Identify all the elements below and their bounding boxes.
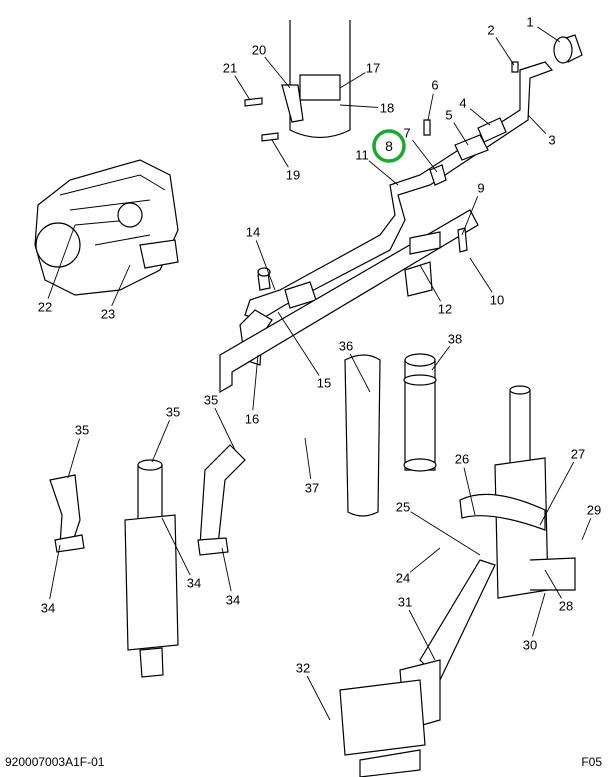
callout-20[interactable]: 20	[251, 42, 267, 58]
leader-line-17	[339, 72, 366, 89]
leader-line-25	[410, 511, 481, 556]
leader-line-9	[461, 196, 479, 236]
leader-line-7	[412, 139, 438, 173]
callout-32[interactable]: 32	[295, 660, 311, 676]
leader-line-2	[495, 37, 515, 66]
leader-line-23	[111, 264, 131, 306]
heat-shield-drawing	[344, 354, 381, 517]
leader-line-21	[234, 75, 251, 101]
leader-line-38	[431, 345, 450, 371]
callout-23[interactable]: 23	[100, 306, 116, 322]
frame-rail-drawing	[219, 209, 479, 394]
callout-1[interactable]: 1	[526, 14, 534, 30]
engine-drawing	[34, 159, 179, 296]
leader-line-34	[221, 547, 232, 592]
callout-29[interactable]: 29	[586, 502, 602, 518]
callout-18[interactable]: 18	[379, 100, 395, 116]
callout-21[interactable]: 21	[222, 60, 238, 76]
leader-line-1	[537, 26, 561, 43]
muffler-38-drawing	[403, 353, 437, 472]
callout-5[interactable]: 5	[445, 107, 453, 123]
leader-line-27	[539, 461, 575, 526]
leader-lines	[47, 26, 592, 721]
leader-line-36	[349, 353, 371, 393]
leader-line-10	[469, 257, 493, 293]
callout-37[interactable]: 37	[304, 480, 320, 496]
muffler-assembly-right-drawing	[339, 385, 576, 777]
callout-28[interactable]: 28	[558, 598, 574, 614]
callout-27[interactable]: 27	[570, 446, 586, 462]
leader-line-35	[151, 420, 170, 463]
leader-line-6	[427, 93, 434, 121]
callout-4[interactable]: 4	[459, 95, 467, 111]
leader-line-37	[304, 437, 312, 480]
callout-35[interactable]: 35	[74, 422, 90, 438]
callout-19[interactable]: 19	[285, 167, 301, 183]
elbow-35-right-drawing	[197, 444, 246, 556]
muffler-34-center-drawing	[124, 459, 179, 678]
callout-16[interactable]: 16	[244, 411, 260, 427]
callout-17[interactable]: 17	[365, 60, 381, 76]
callout-25[interactable]: 25	[395, 499, 411, 515]
page-code: F05	[581, 755, 602, 769]
leader-line-4	[469, 108, 491, 126]
callout-24[interactable]: 24	[395, 570, 411, 586]
callout-38[interactable]: 38	[447, 331, 463, 347]
leader-line-29	[581, 518, 592, 541]
callout-35[interactable]: 35	[165, 404, 181, 420]
callout-11[interactable]: 11	[355, 147, 369, 163]
leader-line-16	[252, 354, 259, 411]
leader-line-14	[255, 240, 276, 291]
leader-line-18	[339, 104, 379, 108]
leader-line-22	[47, 224, 76, 299]
callout-31[interactable]: 31	[397, 594, 413, 610]
leader-line-15	[277, 311, 320, 376]
callout-12[interactable]: 12	[437, 301, 453, 317]
highlight-ring	[372, 129, 406, 163]
pipe-35-left-drawing	[49, 474, 85, 553]
leader-line-34	[49, 544, 61, 600]
leader-line-26	[463, 467, 476, 516]
leader-line-28	[544, 569, 562, 599]
callout-26[interactable]: 26	[454, 451, 470, 467]
leader-line-12	[419, 264, 441, 302]
leader-line-24	[409, 547, 441, 573]
leader-line-31	[408, 609, 436, 661]
callout-8[interactable]: 8	[385, 138, 393, 154]
callout-10[interactable]: 10	[489, 292, 505, 308]
leader-line-3	[527, 114, 547, 134]
callout-35[interactable]: 35	[203, 392, 219, 408]
leader-line-11	[368, 160, 399, 186]
callout-9[interactable]: 9	[477, 180, 485, 196]
callout-34[interactable]: 34	[40, 600, 56, 616]
leader-line-20	[264, 56, 291, 89]
callout-6[interactable]: 6	[431, 77, 439, 93]
callout-14[interactable]: 14	[245, 224, 261, 240]
leader-line-19	[271, 139, 289, 168]
callout-3[interactable]: 3	[548, 132, 556, 148]
callout-34[interactable]: 34	[225, 592, 241, 608]
drawing-number: 920007003A1F-01	[5, 755, 105, 769]
leader-line-30	[532, 592, 546, 637]
callout-7[interactable]: 7	[403, 125, 411, 141]
callout-2[interactable]: 2	[487, 22, 495, 38]
leader-line-35	[214, 407, 236, 451]
upper-stack-drawing	[244, 20, 351, 142]
leader-line-5	[453, 122, 469, 146]
callout-15[interactable]: 15	[316, 375, 332, 391]
callout-36[interactable]: 36	[338, 338, 354, 354]
callout-34[interactable]: 34	[186, 575, 202, 591]
leader-line-34	[161, 517, 191, 576]
leader-line-32	[306, 675, 331, 721]
callout-30[interactable]: 30	[522, 637, 538, 653]
leader-line-35	[67, 438, 80, 479]
callout-22[interactable]: 22	[37, 299, 53, 315]
